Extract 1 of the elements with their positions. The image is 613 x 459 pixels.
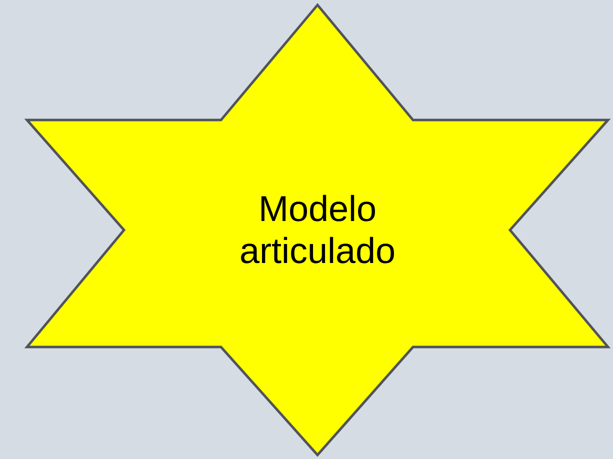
star-label: Modelo articulado <box>238 188 397 272</box>
